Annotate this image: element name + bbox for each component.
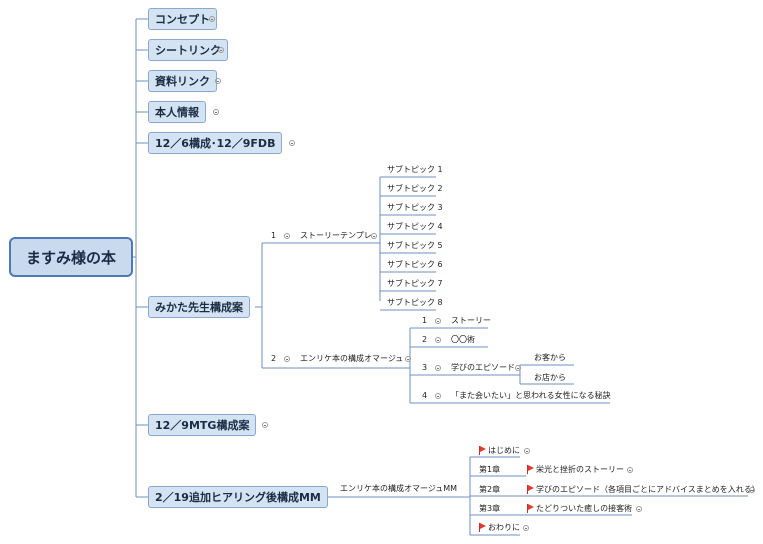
chapter-outro[interactable]: おわりに [488,523,520,532]
subtopic[interactable]: サブトピック 8 [387,298,443,307]
expand-icon[interactable] [435,393,441,399]
expand-icon[interactable] [284,233,290,239]
expand-icon[interactable] [209,16,215,22]
chapter-2[interactable]: 学びのエピソード（各項目ごとにアドバイスまとめを入れる） [536,485,760,494]
subtopic[interactable]: サブトピック 5 [387,241,443,250]
expand-icon[interactable] [405,356,411,362]
chapter-1[interactable]: 栄光と挫折のストーリー [536,465,624,474]
branch-dec6[interactable]: 12／6構成･12／9FDB [148,132,283,154]
chapter-prefix: 第2章 [479,485,501,494]
branch-feb19[interactable]: 2／19追加ヒアリング後構成MM [148,486,328,508]
expand-icon[interactable] [215,78,221,84]
branch-label: 12／6構成･12／9FDB [155,137,276,150]
expand-icon[interactable] [218,47,224,53]
flag-icon [479,523,486,532]
expand-icon[interactable] [749,487,755,493]
expand-icon[interactable] [289,140,295,146]
subtopic-from-shop[interactable]: お店から [534,373,566,382]
topic-number: 1 [271,231,277,240]
topic-technique[interactable]: 〇〇術 [451,335,475,344]
expand-icon[interactable] [524,448,530,454]
branch-mikata[interactable]: みかた先生構成案 [148,296,250,318]
subtopic[interactable]: サブトピック 3 [387,203,443,212]
expand-icon[interactable] [435,318,441,324]
branch-concept[interactable]: コンセプト [148,8,217,30]
branch-label: シートリンク [155,44,221,57]
topic-learning-episode[interactable]: 学びのエピソード [451,363,515,372]
topic-number: 1 [422,316,428,325]
expand-icon[interactable] [371,233,377,239]
branch-mtg[interactable]: 12／9MTG構成案 [148,414,257,436]
topic-story[interactable]: ストーリー [451,316,491,325]
subtopic-from-customer[interactable]: お客から [534,353,566,362]
expand-icon[interactable] [636,506,642,512]
flag-icon [527,465,534,474]
chapter-intro[interactable]: はじめに [488,446,520,455]
flag-icon [527,504,534,513]
topic-number: 4 [422,391,428,400]
expand-icon[interactable] [435,365,441,371]
expand-icon[interactable] [262,422,268,428]
branch-sheet-link[interactable]: シートリンク [148,39,228,61]
chapter-prefix: 第1章 [479,465,501,474]
branch-label: 本人情報 [155,106,199,119]
branch-label: 資料リンク [155,75,210,88]
expand-icon[interactable] [627,467,633,473]
expand-icon[interactable] [523,525,529,531]
topic-secret[interactable]: 「また会いたい」と思われる女性になる秘訣 [451,391,611,400]
subtopic[interactable]: サブトピック 4 [387,222,443,231]
subtopic[interactable]: サブトピック 1 [387,165,443,174]
branch-label: 2／19追加ヒアリング後構成MM [155,491,321,504]
branch-personal-info[interactable]: 本人情報 [148,101,206,123]
subtopic[interactable]: サブトピック 7 [387,279,443,288]
topic-number: 2 [271,354,277,363]
topic-enrique-homage-mm[interactable]: エンリケ本の構成オマージュMM [340,484,458,493]
subtopic[interactable]: サブトピック 2 [387,184,443,193]
root-topic-label: ますみ様の本 [25,248,116,267]
chapter-prefix: 第3章 [479,504,501,513]
branch-label: みかた先生構成案 [155,301,243,314]
topic-story-template[interactable]: ストーリーテンプレ [300,231,372,240]
topic-number: 3 [422,363,428,372]
topic-number: 2 [422,335,428,344]
branch-label: 12／9MTG構成案 [155,419,250,432]
flag-icon [479,446,486,455]
branch-label: コンセプト [155,13,210,26]
branch-material-link[interactable]: 資料リンク [148,70,217,92]
root-topic[interactable]: ますみ様の本 [9,237,133,277]
subtopic[interactable]: サブトピック 6 [387,260,443,269]
chapter-3[interactable]: たどりついた癒しの接客術 [536,504,633,513]
expand-icon[interactable] [515,365,521,371]
expand-icon[interactable] [284,356,290,362]
expand-icon[interactable] [213,109,219,115]
flag-icon [527,485,534,494]
topic-enrique-homage[interactable]: エンリケ本の構成オマージュ [300,354,404,363]
expand-icon[interactable] [435,337,441,343]
